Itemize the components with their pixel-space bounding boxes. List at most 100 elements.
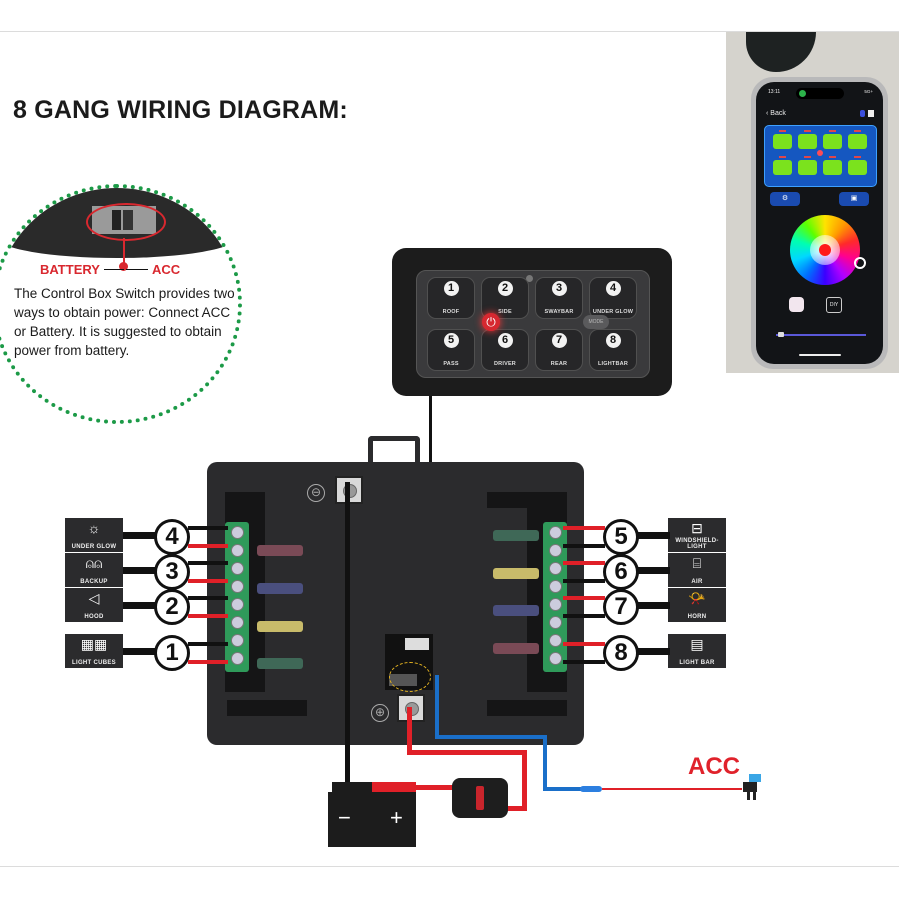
label-connector <box>634 602 670 609</box>
box-recess-bottom-left <box>227 700 307 716</box>
circuit-name: LIGHT BAR <box>679 660 715 666</box>
acc-wire-segment <box>543 787 583 791</box>
app-key-2[interactable] <box>798 130 817 149</box>
back-label: Back <box>770 110 786 117</box>
circuit-negative-wire <box>563 614 605 618</box>
app-switch-panel <box>764 125 877 187</box>
label-connector <box>123 602 157 609</box>
negative-symbol: ⊖ <box>307 484 325 502</box>
bluetooth-icon[interactable] <box>860 110 865 117</box>
back-button[interactable]: ‹ Back <box>766 110 786 117</box>
label-connector <box>634 648 670 655</box>
breaker-lever[interactable] <box>476 786 484 810</box>
app-power-button[interactable] <box>817 150 823 156</box>
fuse-circuit-3[interactable] <box>257 583 303 594</box>
circuit-name: UNDER GLOW <box>71 544 117 550</box>
add-a-circuit-fuse-tap <box>743 774 763 800</box>
diagram-title: 8 GANG WIRING DIAGRAM: <box>13 96 348 124</box>
fuse-circuit-6[interactable] <box>493 568 539 579</box>
fuse-circuit-1[interactable] <box>257 658 303 669</box>
app-key-6[interactable] <box>798 156 817 175</box>
positive-wire-segment <box>500 806 527 811</box>
circuit-positive-wire <box>563 526 605 530</box>
phone-status: 5G+ <box>864 89 873 94</box>
circuit-number-7: 7 <box>603 589 639 625</box>
circuit-positive-wire <box>563 642 605 646</box>
fuse-circuit-5[interactable] <box>493 530 539 541</box>
app-key-8[interactable] <box>848 156 867 175</box>
layout-icon[interactable] <box>868 110 874 117</box>
acc-option-label: ACC <box>152 262 181 277</box>
circuit-name: HOOD <box>84 614 104 620</box>
mode-tab[interactable]: ▣ <box>839 192 869 206</box>
app-screenshot-photo: 13:11 5G+ ‹ Back ⚙ ▣ <box>726 32 899 373</box>
air-icon: ⌸ <box>692 555 702 571</box>
battery-positive-post <box>372 782 416 792</box>
mode-button[interactable]: MODE <box>583 315 609 329</box>
circuit-negative-wire <box>563 660 605 664</box>
slider-knob[interactable] <box>778 332 784 337</box>
acc-wire-segment <box>435 675 439 737</box>
color-picker-handle[interactable] <box>854 257 866 269</box>
app-key-4[interactable] <box>848 130 867 149</box>
arrow-left-icon <box>104 269 124 270</box>
battery: − + <box>328 792 416 847</box>
circuit-name: LIGHT CUBES <box>72 660 116 666</box>
white-swatch-button[interactable] <box>789 297 804 312</box>
phone-time: 13:11 <box>768 89 781 95</box>
positive-symbol: ⊕ <box>371 704 389 722</box>
fuse-circuit-4[interactable] <box>257 545 303 556</box>
circuit-number-8: 8 <box>603 635 639 671</box>
smartphone: 13:11 5G+ ‹ Back ⚙ ▣ <box>751 77 888 369</box>
box-recess-bottom-right <box>487 700 567 716</box>
fuse-circuit-7[interactable] <box>493 605 539 616</box>
bottom-divider <box>0 866 899 867</box>
circuit-label-7: 📯HORN <box>668 588 726 622</box>
terminal-block-left <box>225 522 249 672</box>
app-key-7[interactable] <box>823 156 842 175</box>
horn-icon: 📯 <box>688 590 706 606</box>
circuit-negative-wire <box>563 579 605 583</box>
circuit-positive-wire <box>188 579 228 583</box>
gear-icon: ⚙ <box>781 195 789 202</box>
app-key-5[interactable] <box>773 156 792 175</box>
circuit-label-1: ▦▦ LIGHT CUBES <box>65 634 123 668</box>
label-connector <box>123 648 157 655</box>
fuse-circuit-2[interactable] <box>257 621 303 632</box>
link-icon <box>799 90 806 97</box>
circuit-negative-wire <box>188 561 228 565</box>
hood-light-icon: ◁ <box>88 590 100 606</box>
phone-screen: 13:11 5G+ ‹ Back ⚙ ▣ <box>756 82 883 364</box>
circuit-label-6: ⌸AIR <box>668 553 726 587</box>
fuse-circuit-8[interactable] <box>493 643 539 654</box>
acc-tap-wire <box>602 788 742 790</box>
positive-wire-segment <box>412 785 456 790</box>
panel-cable-connector[interactable] <box>405 638 429 650</box>
backup-light-icon: ⍝⍝ <box>85 555 103 571</box>
app-key-3[interactable] <box>823 130 842 149</box>
label-connector <box>123 532 157 539</box>
circuit-label-8: ▤LIGHT BAR <box>668 634 726 668</box>
power-switch-callout: BATTERY ACC The Control Box Switch provi… <box>0 184 242 424</box>
brightness-slider[interactable] <box>776 332 866 337</box>
app-key-1[interactable] <box>773 130 792 149</box>
label-connector <box>634 532 670 539</box>
settings-tab[interactable]: ⚙ <box>770 192 800 206</box>
circuit-breaker[interactable] <box>452 778 508 818</box>
label-connector <box>634 567 670 574</box>
color-wheel[interactable] <box>790 215 866 285</box>
light-cubes-icon: ▦▦ <box>80 636 108 652</box>
diy-button[interactable]: DIY <box>826 297 842 313</box>
power-button[interactable]: ⏻ <box>482 313 500 331</box>
negative-wire <box>345 482 350 782</box>
circuit-number-4: 4 <box>154 519 190 555</box>
circuit-number-2: 2 <box>154 589 190 625</box>
